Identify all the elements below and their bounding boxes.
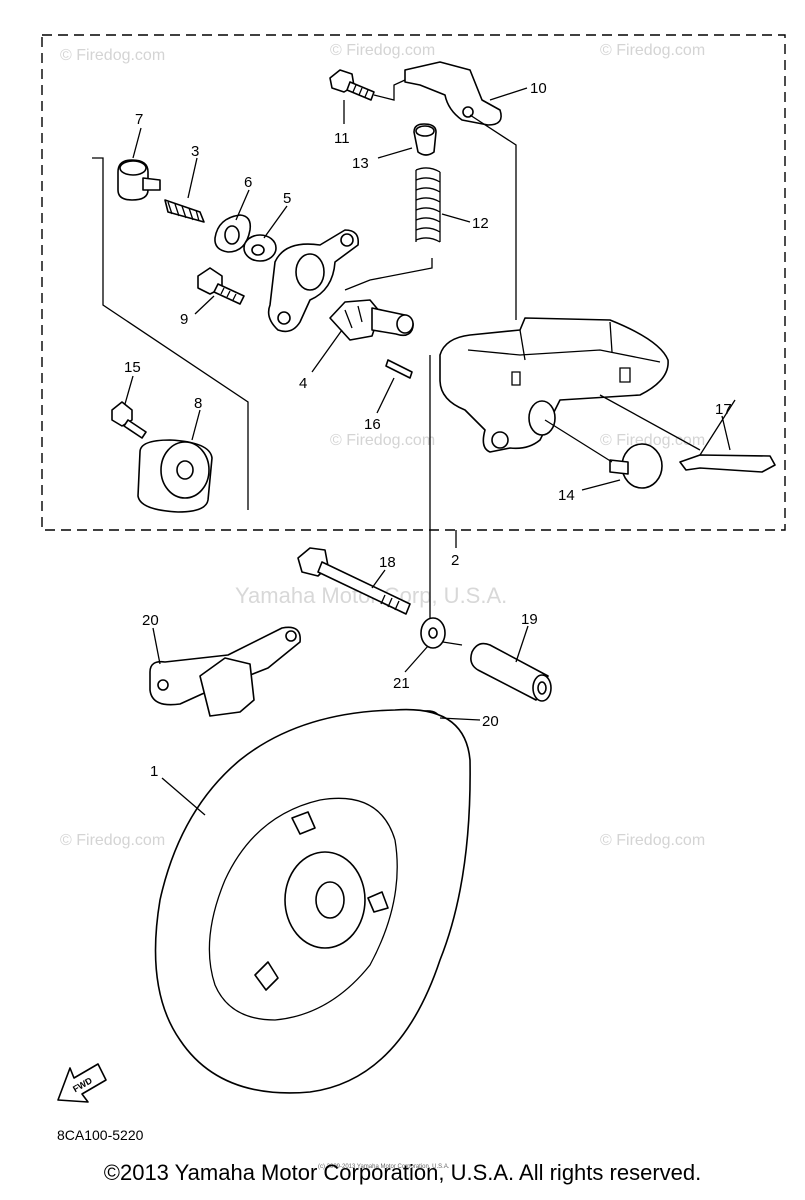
part-16-pin [385,359,413,379]
callout-11: 11 [334,130,350,147]
clip-17-leader [599,394,701,451]
part-21-washer [420,617,446,649]
part-15-bolt [111,401,147,439]
callout-19: 19 [521,611,538,628]
callout-20-right: 20 [482,713,499,730]
fine-print: (c) 2009-2013 Yamaha Motor Corporation, … [318,1164,450,1170]
diagram-code: 8CA100-5220 [57,1127,144,1143]
callout-8: 8 [194,395,202,412]
part-12-spring [415,167,441,243]
callout-5: 5 [283,190,291,207]
part-lever-housing [267,229,360,333]
front-direction-arrow: FWD [57,1063,107,1103]
part-14-pin [609,443,663,489]
part-1-brake-disc [154,708,471,1094]
callout-12: 12 [472,215,489,232]
callout-18: 18 [379,554,396,571]
callout-17: 17 [715,401,732,418]
part-7-bleed-screw [117,159,161,201]
callout-14: 14 [558,487,575,504]
watermark-firedog: © Firedog.com [330,42,435,59]
watermark-firedog: © Firedog.com [600,42,705,59]
caliper-assembly-outline [41,34,786,531]
part-4-adjuster [329,299,414,341]
callout-16: 16 [364,416,381,433]
watermark-firedog: © Firedog.com [60,832,165,849]
callout-7: 7 [135,111,143,128]
callout-1: 1 [150,763,158,780]
callout-2: 2 [451,552,459,569]
callout-10: 10 [530,80,547,97]
callout-6: 6 [244,174,252,191]
spring-leader [344,258,433,291]
part-5-washer [243,234,277,262]
callout-21: 21 [393,675,410,692]
part-13-cap [413,123,437,156]
part-6-clip [214,214,252,253]
watermark-firedog: © Firedog.com [600,432,705,449]
bracket-10-leader [469,114,517,320]
part-9-bolt [197,267,245,305]
part-10-bracket [404,61,502,126]
callout-group: 1 2 3 4 5 6 7 8 9 10 11 12 13 [124,80,732,816]
group-bracket-line [92,157,249,510]
copyright-notice: ©2013 Yamaha Motor Corporation, U.S.A. A… [103,1160,702,1185]
callout-3: 3 [191,143,199,160]
callout-13: 13 [352,155,369,172]
part-11-bolt [329,69,375,101]
callout-20-left: 20 [142,612,159,629]
part-3-spring [164,199,205,223]
bolt-11-leader [373,79,406,101]
part-20-pad-left [149,626,301,717]
callout-9: 9 [180,311,188,328]
part-8-piston [137,439,213,513]
part-18-long-bolt [297,547,411,615]
callout-15: 15 [124,359,141,376]
part-19-sleeve [470,642,552,702]
watermark-firedog: © Firedog.com [60,47,165,64]
part-caliper-body [439,317,669,453]
callout-4: 4 [299,375,307,392]
watermark-firedog: © Firedog.com [600,832,705,849]
pin-14-leader [544,419,613,463]
part-17-clip [679,399,776,473]
watermark-firedog: © Firedog.com [330,432,435,449]
